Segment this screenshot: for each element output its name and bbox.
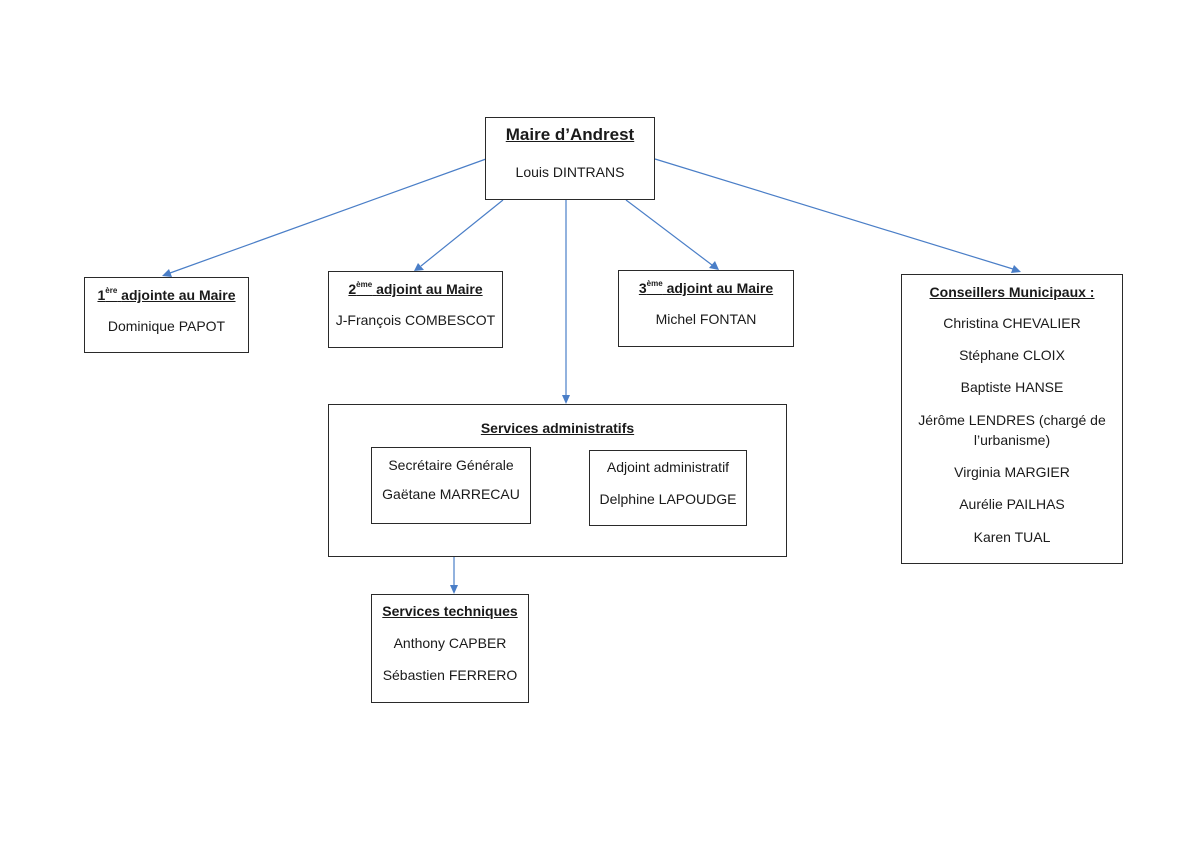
deputy1-rank: 1 [97, 287, 106, 303]
deputy3-box: 3ème adjoint au Maire Michel FONTAN [618, 270, 794, 347]
technical-member: Sébastien FERRERO [382, 667, 518, 683]
arrowhead-technical [450, 585, 458, 594]
deputy3-role: adjoint au Maire [666, 280, 774, 296]
mayor-name: Louis DINTRANS [515, 164, 625, 180]
deputy2-heading: 2ème adjoint au Maire [329, 281, 502, 297]
assistant-role: Adjoint administratif [606, 459, 730, 475]
mayor-title: Maire d’Andrest [505, 125, 635, 144]
deputy3-rank-suffix: ème [646, 279, 663, 289]
edge-mayor-deputy3 [625, 199, 713, 266]
arrowhead-deputy3 [709, 261, 719, 270]
technical-member: Anthony CAPBER [393, 635, 507, 651]
mayor-box: Maire d’Andrest Louis DINTRANS [485, 117, 655, 200]
arrowhead-admin [562, 395, 570, 404]
council-member: Aurélie PAILHAS [959, 496, 1065, 512]
deputy1-rank-suffix: ère [105, 286, 118, 296]
deputy2-box: 2ème adjoint au Maire J-François COMBESC… [328, 271, 503, 348]
edge-mayor-deputy1 [169, 158, 487, 274]
arrowhead-deputy1 [162, 269, 172, 277]
arrowhead-council [1011, 265, 1021, 273]
deputy1-box: 1ère adjointe au Maire Dominique PAPOT [84, 277, 249, 353]
technical-services-box: Services techniques Anthony CAPBER Sébas… [371, 594, 529, 703]
council-member-continued: l’urbanisme) [973, 432, 1051, 448]
deputy3-rank: 3 [638, 280, 647, 296]
council-member: Stéphane CLOIX [959, 347, 1065, 363]
council-member: Jérôme LENDRES (chargé de [918, 412, 1106, 428]
assistant-box: Adjoint administratif Delphine LAPOUDGE [589, 450, 747, 526]
technical-services-title: Services techniques [382, 603, 518, 619]
deputy1-role: adjointe au Maire [121, 287, 236, 303]
arrowhead-deputy2 [414, 263, 424, 271]
council-member: Christina CHEVALIER [943, 315, 1081, 331]
council-member: Karen TUAL [973, 529, 1051, 545]
council-title: Conseillers Municipaux : [929, 284, 1095, 300]
secretary-role: Secrétaire Générale [388, 457, 514, 473]
deputy2-name: J-François COMBESCOT [335, 312, 496, 328]
deputy3-heading: 3ème adjoint au Maire [619, 280, 793, 296]
council-member: Baptiste HANSE [960, 379, 1064, 395]
deputy2-rank-suffix: ème [356, 280, 373, 290]
secretary-box: Secrétaire Générale Gaëtane MARRECAU [371, 447, 531, 524]
admin-services-title: Services administratifs [480, 420, 635, 436]
deputy2-role: adjoint au Maire [376, 281, 483, 297]
secretary-name: Gaëtane MARRECAU [382, 486, 520, 502]
deputy1-name: Dominique PAPOT [107, 318, 226, 334]
edge-mayor-deputy2 [420, 199, 504, 267]
deputy3-name: Michel FONTAN [655, 311, 757, 327]
assistant-name: Delphine LAPOUDGE [599, 491, 737, 507]
council-box: Conseillers Municipaux : Christina CHEVA… [901, 274, 1123, 564]
deputy1-heading: 1ère adjointe au Maire [85, 287, 248, 303]
edge-mayor-council [654, 158, 1014, 270]
council-member: Virginia MARGIER [954, 464, 1070, 480]
deputy2-rank: 2 [348, 281, 357, 297]
